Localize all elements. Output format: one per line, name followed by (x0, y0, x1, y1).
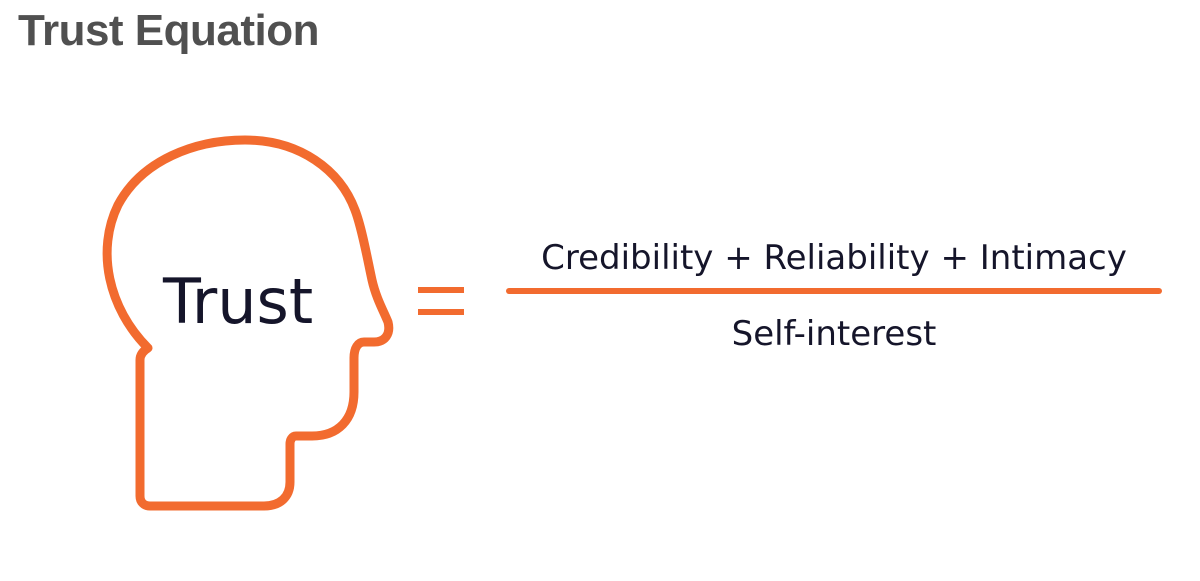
page-title: Trust Equation (18, 6, 320, 55)
equals-bar-top (418, 287, 464, 293)
fraction-line (506, 288, 1162, 294)
equals-sign (418, 287, 464, 317)
head-label: Trust (163, 265, 314, 338)
equation-denominator: Self-interest (731, 314, 937, 354)
equation-numerator: Credibility + Reliability + Intimacy (541, 238, 1127, 278)
equals-bar-bottom (418, 309, 464, 315)
